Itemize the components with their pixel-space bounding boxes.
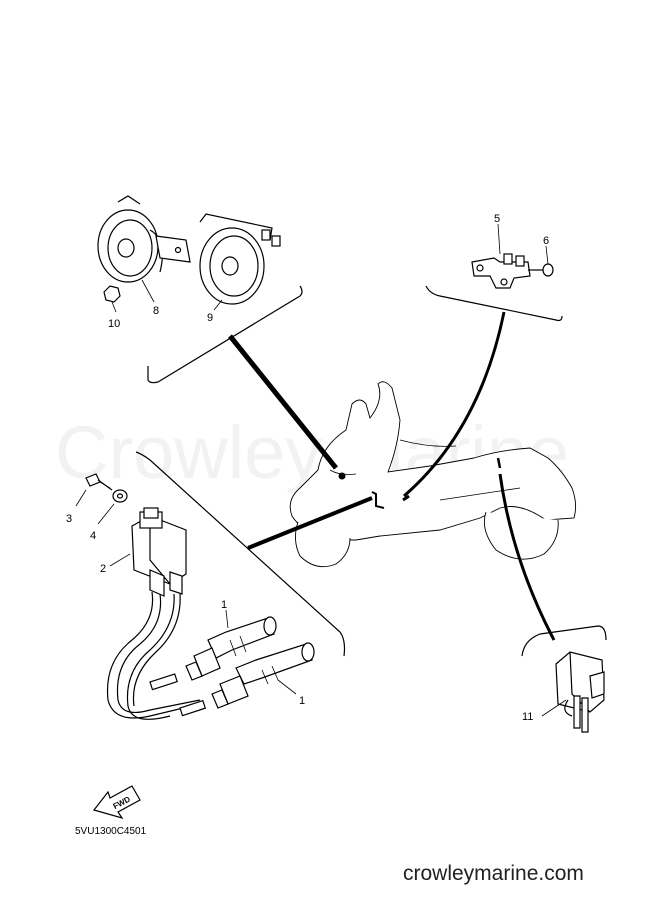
forward-arrow-icon: FWD [92,785,141,820]
callout-2: 2 [100,563,106,575]
callout-9: 9 [207,312,213,324]
callout-4: 4 [90,530,96,542]
diagram-code: 5VU1300C4501 [75,826,147,837]
horn-panel-outline [147,285,303,384]
leader-starter-relay [498,473,556,641]
callout-8: 8 [153,305,159,317]
site-footer: crowleymarine.com [403,862,584,885]
starter-relay-panel-outline [521,625,607,657]
leader-horn [228,334,338,470]
callout-5: 5 [494,213,500,225]
starter-relay-11 [555,651,605,733]
bolt-6 [528,263,554,277]
leader-relay [403,311,506,498]
washer-4 [112,489,128,503]
horn-bracket [155,235,191,263]
ignition-coil-2 [131,507,187,597]
plug-cap-1-upper [185,616,277,681]
high-tension-leads [106,591,207,720]
horn-right [199,213,281,305]
nut-10 [103,285,121,303]
horn-left [97,195,163,283]
callout-3: 3 [66,513,72,525]
relay-panel-outline [425,285,563,322]
leader-ignition [247,496,373,550]
callout-1-upper: 1 [221,599,227,611]
bolt-3 [85,473,113,491]
callout-6: 6 [543,235,549,247]
callout-10: 10 [108,318,120,330]
plug-cap-1-lower [211,642,315,709]
callout-1-lower: 1 [299,695,305,707]
relay-bracket-5 [471,253,531,289]
motorcycle-silhouette [289,381,577,568]
ignition-panel-outline [135,451,346,657]
callout-11: 11 [522,711,533,723]
